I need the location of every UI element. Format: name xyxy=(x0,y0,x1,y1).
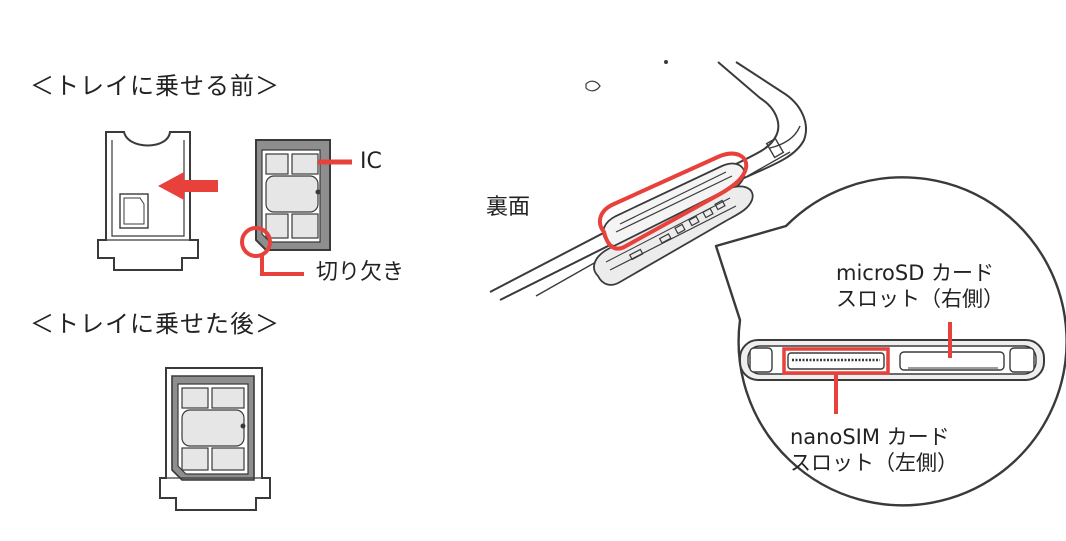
label-microsd-slot: microSD カード スロット（右側） xyxy=(836,261,1004,311)
nanosim-card xyxy=(255,139,331,251)
loaded-sim-tray xyxy=(159,367,271,511)
label-nanosim-slot: nanoSIM カード スロット（左側） xyxy=(790,425,958,475)
notch-circle-icon xyxy=(240,226,304,276)
zoomed-card-slots xyxy=(739,322,1045,414)
device-back-view xyxy=(489,60,807,301)
arrow-left-icon xyxy=(158,172,218,200)
heading-before-tray: ＜トレイに乗せる前＞ xyxy=(30,72,280,100)
label-notch: 切り欠き xyxy=(316,260,405,285)
heading-after-tray: ＜トレイに乗せた後＞ xyxy=(30,310,280,338)
highlight-rectangle-icon xyxy=(597,151,749,251)
label-ic: IC xyxy=(360,149,382,174)
label-back-side: 裏面 xyxy=(486,195,531,220)
empty-sim-tray xyxy=(97,131,199,271)
nanosim-slot xyxy=(787,352,885,370)
